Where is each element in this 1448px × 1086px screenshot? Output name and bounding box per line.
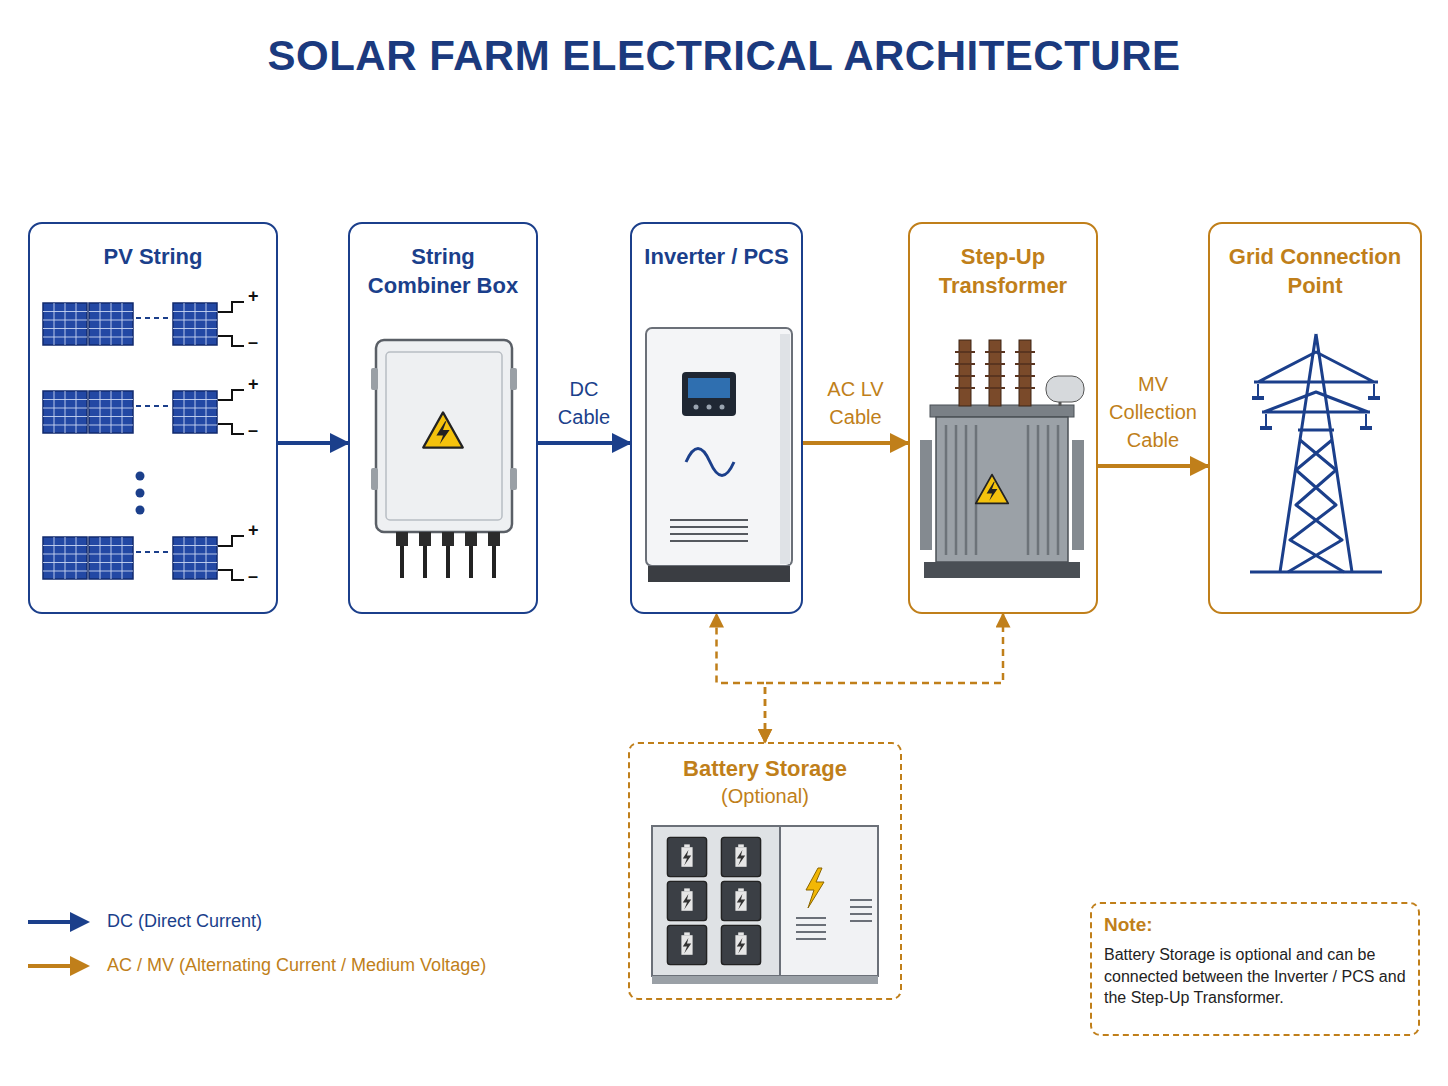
power-cable xyxy=(1098,464,1208,468)
terminal-sign: – xyxy=(248,333,258,351)
grid-connection-box: Grid Connection Point xyxy=(1208,222,1422,614)
node-heading: Inverter / PCS xyxy=(642,242,792,271)
inverter-drawing xyxy=(646,328,792,582)
cable-label: DC Cable xyxy=(543,375,625,431)
combiner-box-drawing xyxy=(371,340,517,578)
cable-label: MV Collection Cable xyxy=(1099,370,1207,454)
node-heading: Grid Connection Point xyxy=(1215,242,1415,300)
battery-storage-box: Battery Storage(Optional) xyxy=(628,742,902,1000)
power-cable xyxy=(278,441,348,445)
terminal-sign: + xyxy=(248,375,259,393)
optional-link xyxy=(765,614,1003,742)
node-heading: Battery Storage xyxy=(635,754,895,783)
terminal-sign: – xyxy=(248,567,258,585)
node-heading: Note: xyxy=(1104,914,1406,936)
legend-text: DC (Direct Current) xyxy=(107,911,262,932)
terminal-sign: + xyxy=(248,287,259,305)
pv-string-box: PV String xyxy=(28,222,278,614)
transformer-box: Step-Up Transformer xyxy=(908,222,1098,614)
node-heading: PV String xyxy=(43,242,263,271)
power-cable xyxy=(538,441,630,445)
cable-label: AC LV Cable xyxy=(810,375,902,431)
node-body: Battery Storage is optional and can be c… xyxy=(1104,944,1406,1009)
node-heading: String Combiner Box xyxy=(361,242,525,300)
inverter-box: Inverter / PCS xyxy=(630,222,803,614)
diagram-title: SOLAR FARM ELECTRICAL ARCHITECTURE xyxy=(0,32,1448,80)
note-box: Note: Battery Storage is optional and can… xyxy=(1090,902,1420,1036)
node-heading: Step-Up Transformer xyxy=(917,242,1089,300)
node-body: (Optional) xyxy=(635,783,895,809)
power-cable xyxy=(803,441,908,445)
terminal-sign: + xyxy=(248,521,259,539)
pv-panels xyxy=(43,302,244,580)
legend-arrows xyxy=(28,912,90,976)
transmission-tower xyxy=(1250,334,1382,572)
combiner-box: String Combiner Box xyxy=(348,222,538,614)
legend-text: AC / MV (Alternating Current / Medium Vo… xyxy=(107,955,486,976)
optional-link xyxy=(717,614,766,742)
transformer-drawing xyxy=(920,340,1084,578)
battery-cabinet xyxy=(652,826,878,984)
terminal-sign: – xyxy=(248,421,258,439)
